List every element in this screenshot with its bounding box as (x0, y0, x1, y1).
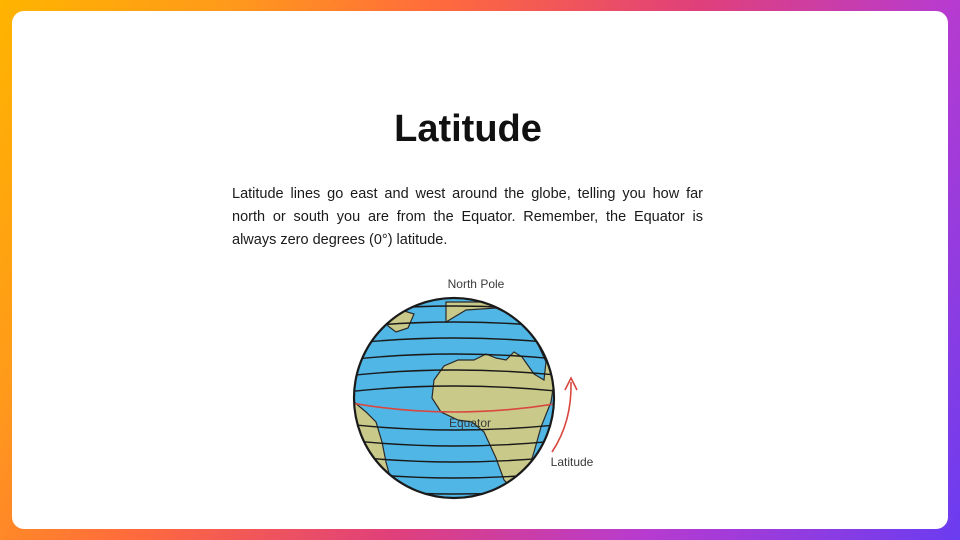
slide-body-text: Latitude lines go east and west around t… (232, 186, 703, 248)
latitude-label: Latitude (551, 455, 594, 469)
equator-line (354, 401, 554, 413)
latitude-arrow (551, 381, 572, 453)
globe-illustration: North Pole Equator Latitude (352, 277, 594, 500)
globe-outline (352, 296, 556, 500)
slide-title: Latitude (394, 108, 542, 150)
north-pole-label: North Pole (448, 277, 505, 291)
equator-label: Equator (449, 416, 491, 430)
arrow-head-icon (564, 376, 578, 391)
